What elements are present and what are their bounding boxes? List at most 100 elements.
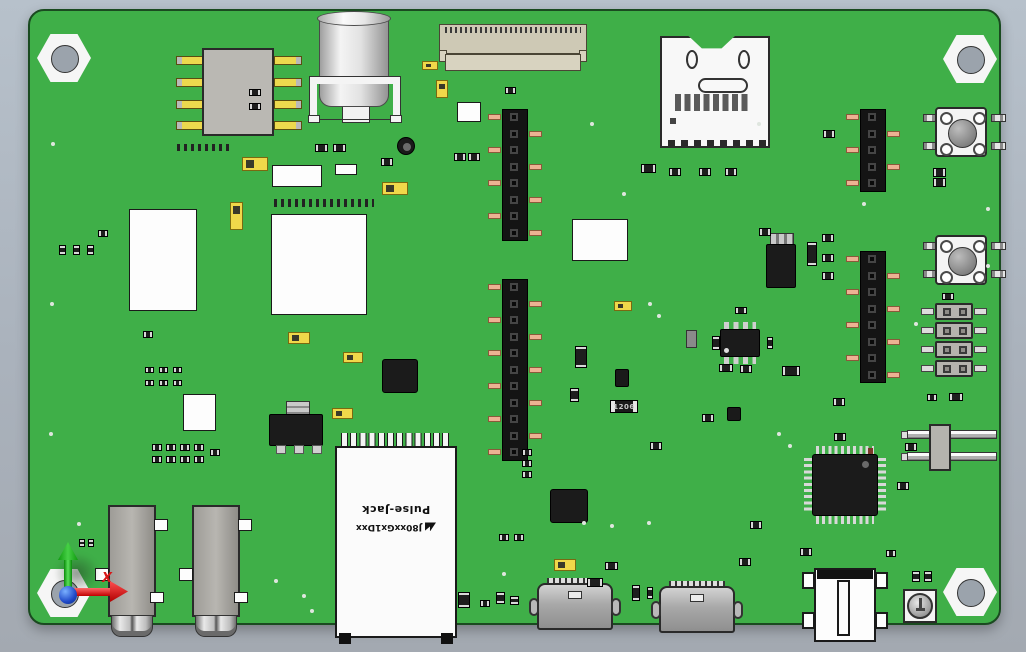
rj45-foot: [339, 633, 351, 644]
sd-shell-slot: [698, 78, 748, 93]
ffc-ribbon-connector[interactable]: [439, 24, 587, 82]
header-pin: [907, 452, 997, 461]
smd-chip: [924, 571, 932, 582]
smd-chip: [98, 230, 108, 237]
header-socket: [510, 283, 518, 291]
header-solder-pad: [488, 180, 501, 186]
qfp-pin1-lead: [868, 448, 873, 455]
header-solder-pad: [488, 213, 501, 219]
rf-coax-connector[interactable]: [308, 11, 432, 131]
resistor-1206[interactable]: 1206: [610, 400, 638, 413]
qfn-ic[interactable]: [550, 489, 588, 523]
long-pin-header[interactable]: [901, 415, 997, 471]
qfn-ic[interactable]: [382, 359, 418, 393]
smd-chip: [800, 548, 812, 556]
jumper-shunt[interactable]: [935, 303, 973, 320]
smd-chip: [88, 539, 94, 547]
header-solder-pad: [846, 147, 859, 153]
via: [590, 122, 594, 126]
smd-chip: [145, 380, 154, 386]
header-solder-pad: [846, 114, 859, 120]
via: [77, 522, 81, 526]
button-plunger[interactable]: [948, 119, 977, 148]
capacitor: [397, 137, 415, 155]
sd-solder-tabs: [668, 140, 766, 147]
jumper-shunt[interactable]: [935, 341, 973, 358]
mounting-hole: [37, 34, 91, 82]
jumper-shunt[interactable]: [935, 360, 973, 377]
button-body: [935, 235, 987, 285]
usb-connector[interactable]: [651, 581, 743, 633]
smd-chip: [152, 444, 162, 451]
rj45-ethernet-jack[interactable]: J80xxGx1Dxx Pulse-Jack: [335, 433, 459, 649]
capacitor-band: [439, 84, 445, 90]
dpak-transistor[interactable]: [766, 233, 796, 297]
microsd-card-slot[interactable]: [660, 36, 770, 148]
sd-contact-pins: [675, 94, 751, 111]
tactile-button[interactable]: [923, 107, 1006, 157]
header-socket: [868, 337, 876, 346]
silkscreen-footprint: [335, 164, 357, 175]
ethernet-transformer[interactable]: [174, 48, 302, 141]
via: [862, 202, 866, 206]
header-socket: [510, 415, 518, 423]
jumper-shunt-hole: [943, 365, 951, 373]
pcb-board[interactable]: 1206 J80xxGx1Dxx Pulse-Jack: [28, 9, 1006, 644]
silkscreen-footprint: [183, 394, 216, 431]
header-socket: [868, 162, 876, 171]
header-socket: [510, 382, 518, 390]
trimmer-component[interactable]: [903, 589, 937, 623]
sot223-lead: [294, 445, 304, 454]
rj45-marking: J80xxGx1Dxx Pulse-Jack: [345, 503, 447, 532]
usb-connector[interactable]: [529, 578, 621, 630]
trimmer-slot: [916, 608, 925, 611]
header-socket: [868, 304, 876, 313]
header-socket: [868, 146, 876, 154]
smd-chip: [641, 164, 656, 173]
transformer-pin: [274, 78, 302, 87]
via: [914, 322, 918, 326]
sot223-regulator[interactable]: [269, 401, 323, 463]
jumper-pin: [921, 308, 934, 315]
header-solder-pad: [887, 272, 900, 279]
button-plunger[interactable]: [948, 247, 977, 276]
rf-connector-barrel: [319, 15, 389, 107]
smd-chip: [59, 245, 66, 255]
smd-chip: [496, 592, 505, 604]
usb-shell: [537, 583, 613, 630]
smd-chip: [194, 444, 204, 451]
tactile-button[interactable]: [923, 235, 1006, 285]
soic8-ic[interactable]: [720, 322, 760, 364]
button-rivet: [973, 112, 986, 125]
power-connector[interactable]: [802, 568, 888, 649]
female-header-strip[interactable]: [860, 251, 886, 383]
tantalum-capacitor: [554, 559, 576, 571]
smd-chip: [87, 245, 94, 255]
rf-connector-frame: [309, 76, 401, 120]
qfp48-ic[interactable]: [804, 446, 888, 526]
smd-chip: [381, 158, 393, 166]
smd-chip: [180, 456, 190, 463]
smd-ic: [615, 369, 629, 387]
jumper-shunt-hole: [959, 365, 967, 373]
sd-detect-pin: [670, 118, 676, 124]
header-socket: [868, 354, 876, 362]
via: [657, 314, 661, 318]
female-header-strip[interactable]: [502, 109, 528, 241]
button-rivet: [940, 112, 953, 125]
y-axis-arrowhead: [58, 542, 78, 560]
button-rivet: [940, 271, 953, 284]
female-header-strip[interactable]: [860, 109, 886, 192]
audio-jack[interactable]: [178, 505, 282, 639]
female-header-strip[interactable]: [502, 279, 528, 461]
smd-chip: [315, 144, 328, 152]
tantalum-capacitor: [343, 352, 363, 363]
header-socket: [868, 255, 876, 263]
smd-chip: [152, 456, 162, 463]
header-solder-pad: [488, 350, 501, 356]
jumper-pin: [974, 365, 987, 372]
header-solder-pad: [529, 229, 542, 236]
jumper-shunt[interactable]: [935, 322, 973, 339]
header-socket: [510, 146, 518, 154]
